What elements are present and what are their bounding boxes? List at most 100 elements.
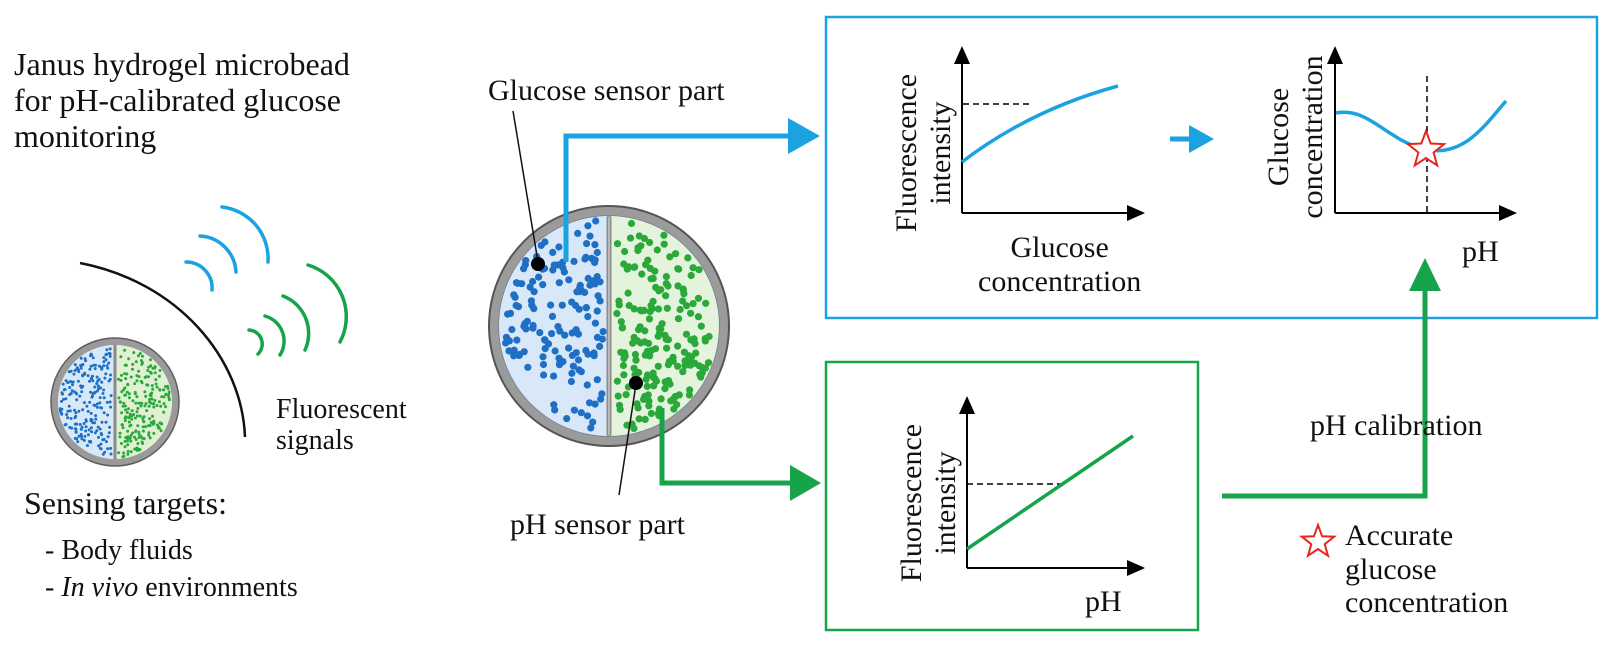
bead-dot — [139, 379, 143, 383]
bead-dot — [119, 442, 123, 445]
chart2-y-label-line-2: concentration — [1295, 55, 1329, 219]
bead-dot — [104, 440, 108, 444]
bead-dot — [86, 409, 90, 413]
chart3-x-label: pH — [1085, 585, 1122, 618]
bead-dot — [58, 407, 62, 411]
bead-dot — [75, 398, 79, 402]
bead-dot — [123, 445, 127, 449]
bead-dot — [615, 301, 623, 309]
bead-dot — [93, 367, 97, 371]
bead-dot — [127, 416, 131, 420]
bead-dot — [61, 392, 64, 396]
bead-dot — [73, 363, 77, 367]
bead-dot — [89, 419, 93, 423]
bead-dot — [122, 451, 126, 455]
bead-dot — [541, 238, 549, 246]
bead-dot — [565, 344, 573, 352]
bead-dot — [592, 217, 600, 225]
bead-dot — [106, 366, 110, 370]
body-surface-arc — [79, 261, 247, 438]
bead-dot — [577, 409, 585, 417]
bead-dot — [145, 409, 149, 413]
bead-dot — [81, 374, 85, 378]
bead-dot — [162, 388, 166, 392]
bead-dot — [100, 406, 103, 410]
bead-dot — [657, 395, 665, 403]
bead-dot — [83, 371, 87, 375]
bead-dot — [551, 347, 559, 355]
bead-dot — [117, 377, 120, 381]
bead-dot — [582, 346, 590, 355]
bead-dot — [641, 392, 649, 401]
bead-dot — [649, 297, 657, 305]
bead-dot — [143, 404, 147, 408]
bead-dot — [676, 305, 684, 314]
bead-dot — [124, 377, 128, 381]
bead-dot — [102, 364, 106, 368]
bead-dot — [649, 274, 657, 282]
bead-dot — [142, 420, 146, 424]
bead-dot — [139, 434, 143, 438]
bead-dot — [634, 337, 642, 345]
bead-dot — [133, 416, 137, 420]
bead-dot — [581, 255, 589, 263]
bead-dot — [89, 411, 93, 415]
bead-dot — [153, 371, 157, 375]
chart3-y-label-line-2: intensity — [928, 451, 962, 555]
bead-dot — [78, 394, 82, 398]
bead-dot — [591, 258, 599, 267]
bead-dot — [60, 399, 63, 403]
bead-dot — [129, 450, 133, 454]
bead-dot — [73, 427, 77, 431]
bead-dot — [685, 391, 694, 399]
bead-dot — [660, 240, 668, 248]
chart1-y-label: Fluorescence intensity — [890, 63, 960, 243]
ph-signal-arrow — [659, 408, 821, 501]
bead-dot — [620, 371, 628, 379]
bead-dot — [622, 391, 630, 399]
bead-dot — [97, 444, 101, 448]
bead-dot — [672, 250, 680, 258]
bead-dot — [127, 396, 131, 400]
bead-dot — [583, 412, 592, 420]
bead-dot — [623, 265, 631, 273]
bead-dot — [95, 402, 99, 406]
bead-dot — [99, 386, 102, 390]
bead-dot — [102, 396, 106, 400]
signal-waves-icon — [184, 205, 348, 357]
bead-dot — [126, 435, 130, 439]
bead-dot — [680, 290, 688, 298]
bead-dot — [550, 372, 558, 380]
bead-dot — [627, 219, 636, 228]
bead-dot — [652, 377, 661, 385]
bead-dot — [149, 358, 152, 362]
fluorescent-signals-line-1: Fluorescent — [276, 394, 407, 425]
bead-dot — [127, 420, 131, 424]
bead-dot — [162, 402, 166, 406]
bead-dot — [559, 358, 567, 366]
microbead-icon — [50, 337, 180, 467]
bead-dot — [162, 410, 166, 414]
bead-dot — [85, 404, 89, 408]
bead-dot — [548, 330, 556, 338]
bead-dot — [644, 256, 652, 264]
bead-dot — [626, 234, 635, 242]
bead-dot — [157, 374, 161, 378]
bead-dot — [74, 391, 78, 395]
bead-dot — [674, 265, 682, 273]
bead-dot — [119, 400, 122, 404]
bead-dot — [646, 238, 654, 247]
bead-dot — [156, 425, 160, 429]
bead-dot — [679, 297, 687, 305]
bead-dot — [147, 433, 151, 437]
bead-dot — [167, 390, 171, 394]
bead-dot — [674, 315, 683, 323]
bead-dot — [90, 395, 94, 399]
bead-dot — [140, 362, 144, 366]
bead-dot — [632, 356, 640, 364]
sensing-target-in-vivo: - In vivo environments — [45, 572, 298, 603]
ph-fluorescence-chart — [959, 396, 1145, 576]
bead-dot — [664, 377, 673, 385]
chart2-y-label-line-1: Glucose — [1262, 87, 1295, 187]
bead-dot — [133, 382, 137, 386]
